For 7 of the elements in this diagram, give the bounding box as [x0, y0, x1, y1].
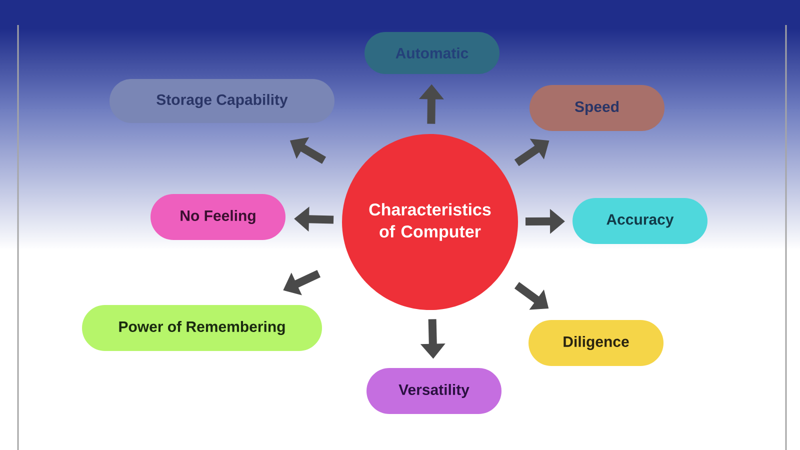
rounded-box: Diligence	[528, 320, 664, 366]
rounded-box: No Feeling	[150, 194, 286, 240]
rounded-box: Storage Capability	[110, 79, 334, 123]
rounded-box: Speed	[530, 85, 664, 131]
rounded-box: Power of Remembering	[82, 305, 322, 351]
rounded-box: Versatility	[366, 368, 502, 414]
rounded-box: Accuracy	[572, 198, 708, 244]
